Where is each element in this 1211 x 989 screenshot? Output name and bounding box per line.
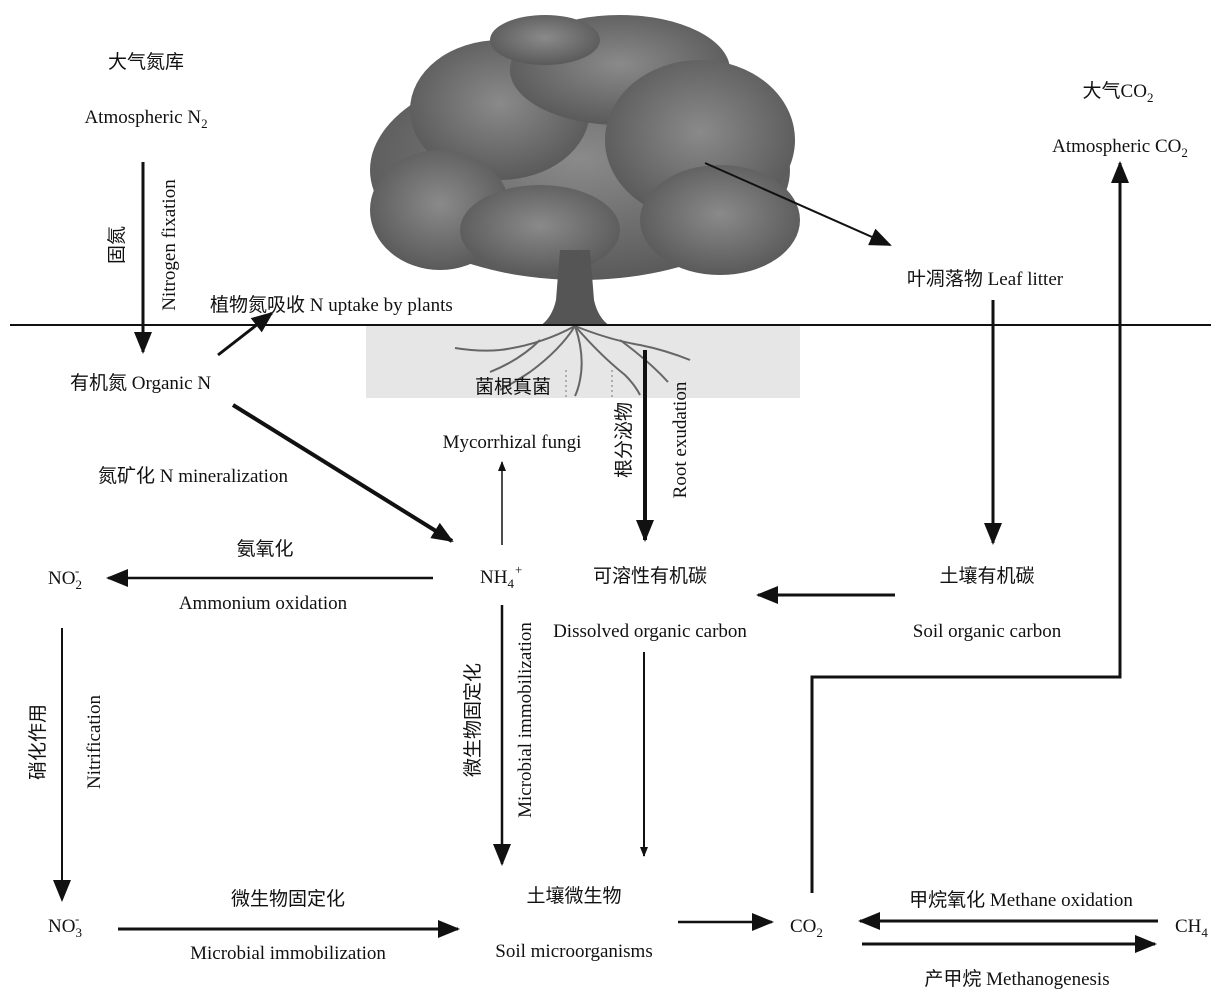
nitrogen-fixation-label-cn: 固氮 (106, 226, 128, 264)
no2-label: NO2- (48, 563, 82, 592)
nitrification-label-cn: 硝化作用 (27, 704, 49, 780)
tree-canopy (370, 15, 800, 280)
soil-microorganisms-label-cn: 土壤微生物 (526, 885, 621, 907)
doc-label-cn: 可溶性有机碳 (593, 565, 707, 587)
organic-n-label: 有机氮 Organic N (70, 372, 211, 394)
mycorrhizal-fungi-label-en: Mycorrhizal fungi (443, 432, 582, 453)
labels: 大气氮库 Atmospheric N2 大气CO2 Atmospheric CO… (27, 51, 1208, 989)
atmospheric-co2-title-en: Atmospheric CO2 (1052, 136, 1188, 160)
doc-label-en: Dissolved organic carbon (553, 621, 747, 642)
arrow-n-mineralization (231, 403, 454, 543)
soil-microorganisms-label-en: Soil microorganisms (495, 941, 652, 962)
microbial-immobilization-vertical-label-cn: 微生物固定化 (462, 663, 484, 777)
microbial-immobilization-bottom-label-en: Microbial immobilization (190, 943, 386, 964)
root-exudation-label-cn: 根分泌物 (613, 402, 635, 478)
co2-label: CO2 (790, 916, 823, 940)
n-mineralization-label: 氮矿化 N mineralization (98, 465, 288, 487)
root-exudation-label-en: Root exudation (670, 381, 691, 498)
no3-label: NO3- (48, 911, 82, 940)
tree-roots (454, 325, 691, 397)
arrow-plant-uptake (217, 311, 274, 357)
mycorrhizal-fungi-label-cn: 菌根真菌 (475, 376, 551, 398)
atmospheric-n-title-cn: 大气氮库 (108, 51, 184, 73)
tree-illustration (366, 15, 800, 398)
soc-label-cn: 土壤有机碳 (939, 565, 1034, 587)
soc-label-en: Soil organic carbon (913, 621, 1062, 642)
ammonium-oxidation-label-cn: 氨氧化 (236, 538, 293, 560)
arrow-co2-to-atmosphere (810, 161, 1129, 893)
methanogenesis-label: 产甲烷 Methanogenesis (924, 968, 1109, 989)
leaf-litter-label: 叶凋落物 Leaf litter (907, 268, 1064, 290)
arrows (53, 161, 1158, 953)
ch4-label: CH4 (1175, 916, 1208, 940)
atmospheric-n-title-en: Atmospheric N2 (84, 107, 207, 131)
methane-oxidation-label: 甲烷氧化 Methane oxidation (909, 889, 1133, 911)
arrow-leaf-litter (704, 162, 892, 246)
plant-uptake-label: 植物氮吸收 N uptake by plants (210, 294, 453, 316)
nitrogen-fixation-label-en: Nitrogen fixation (159, 179, 180, 311)
ammonium-oxidation-label-en: Ammonium oxidation (179, 593, 348, 614)
nh4-label: NH4+ (480, 562, 522, 591)
atmospheric-co2-title-cn: 大气CO2 (1083, 80, 1154, 105)
microbial-immobilization-vertical-label-en: Microbial immobilization (515, 622, 536, 818)
root-zone-shading (366, 326, 800, 398)
microbial-immobilization-bottom-label-cn: 微生物固定化 (231, 888, 345, 910)
nitrification-label-en: Nitrification (84, 695, 105, 789)
tree-trunk (540, 250, 610, 326)
